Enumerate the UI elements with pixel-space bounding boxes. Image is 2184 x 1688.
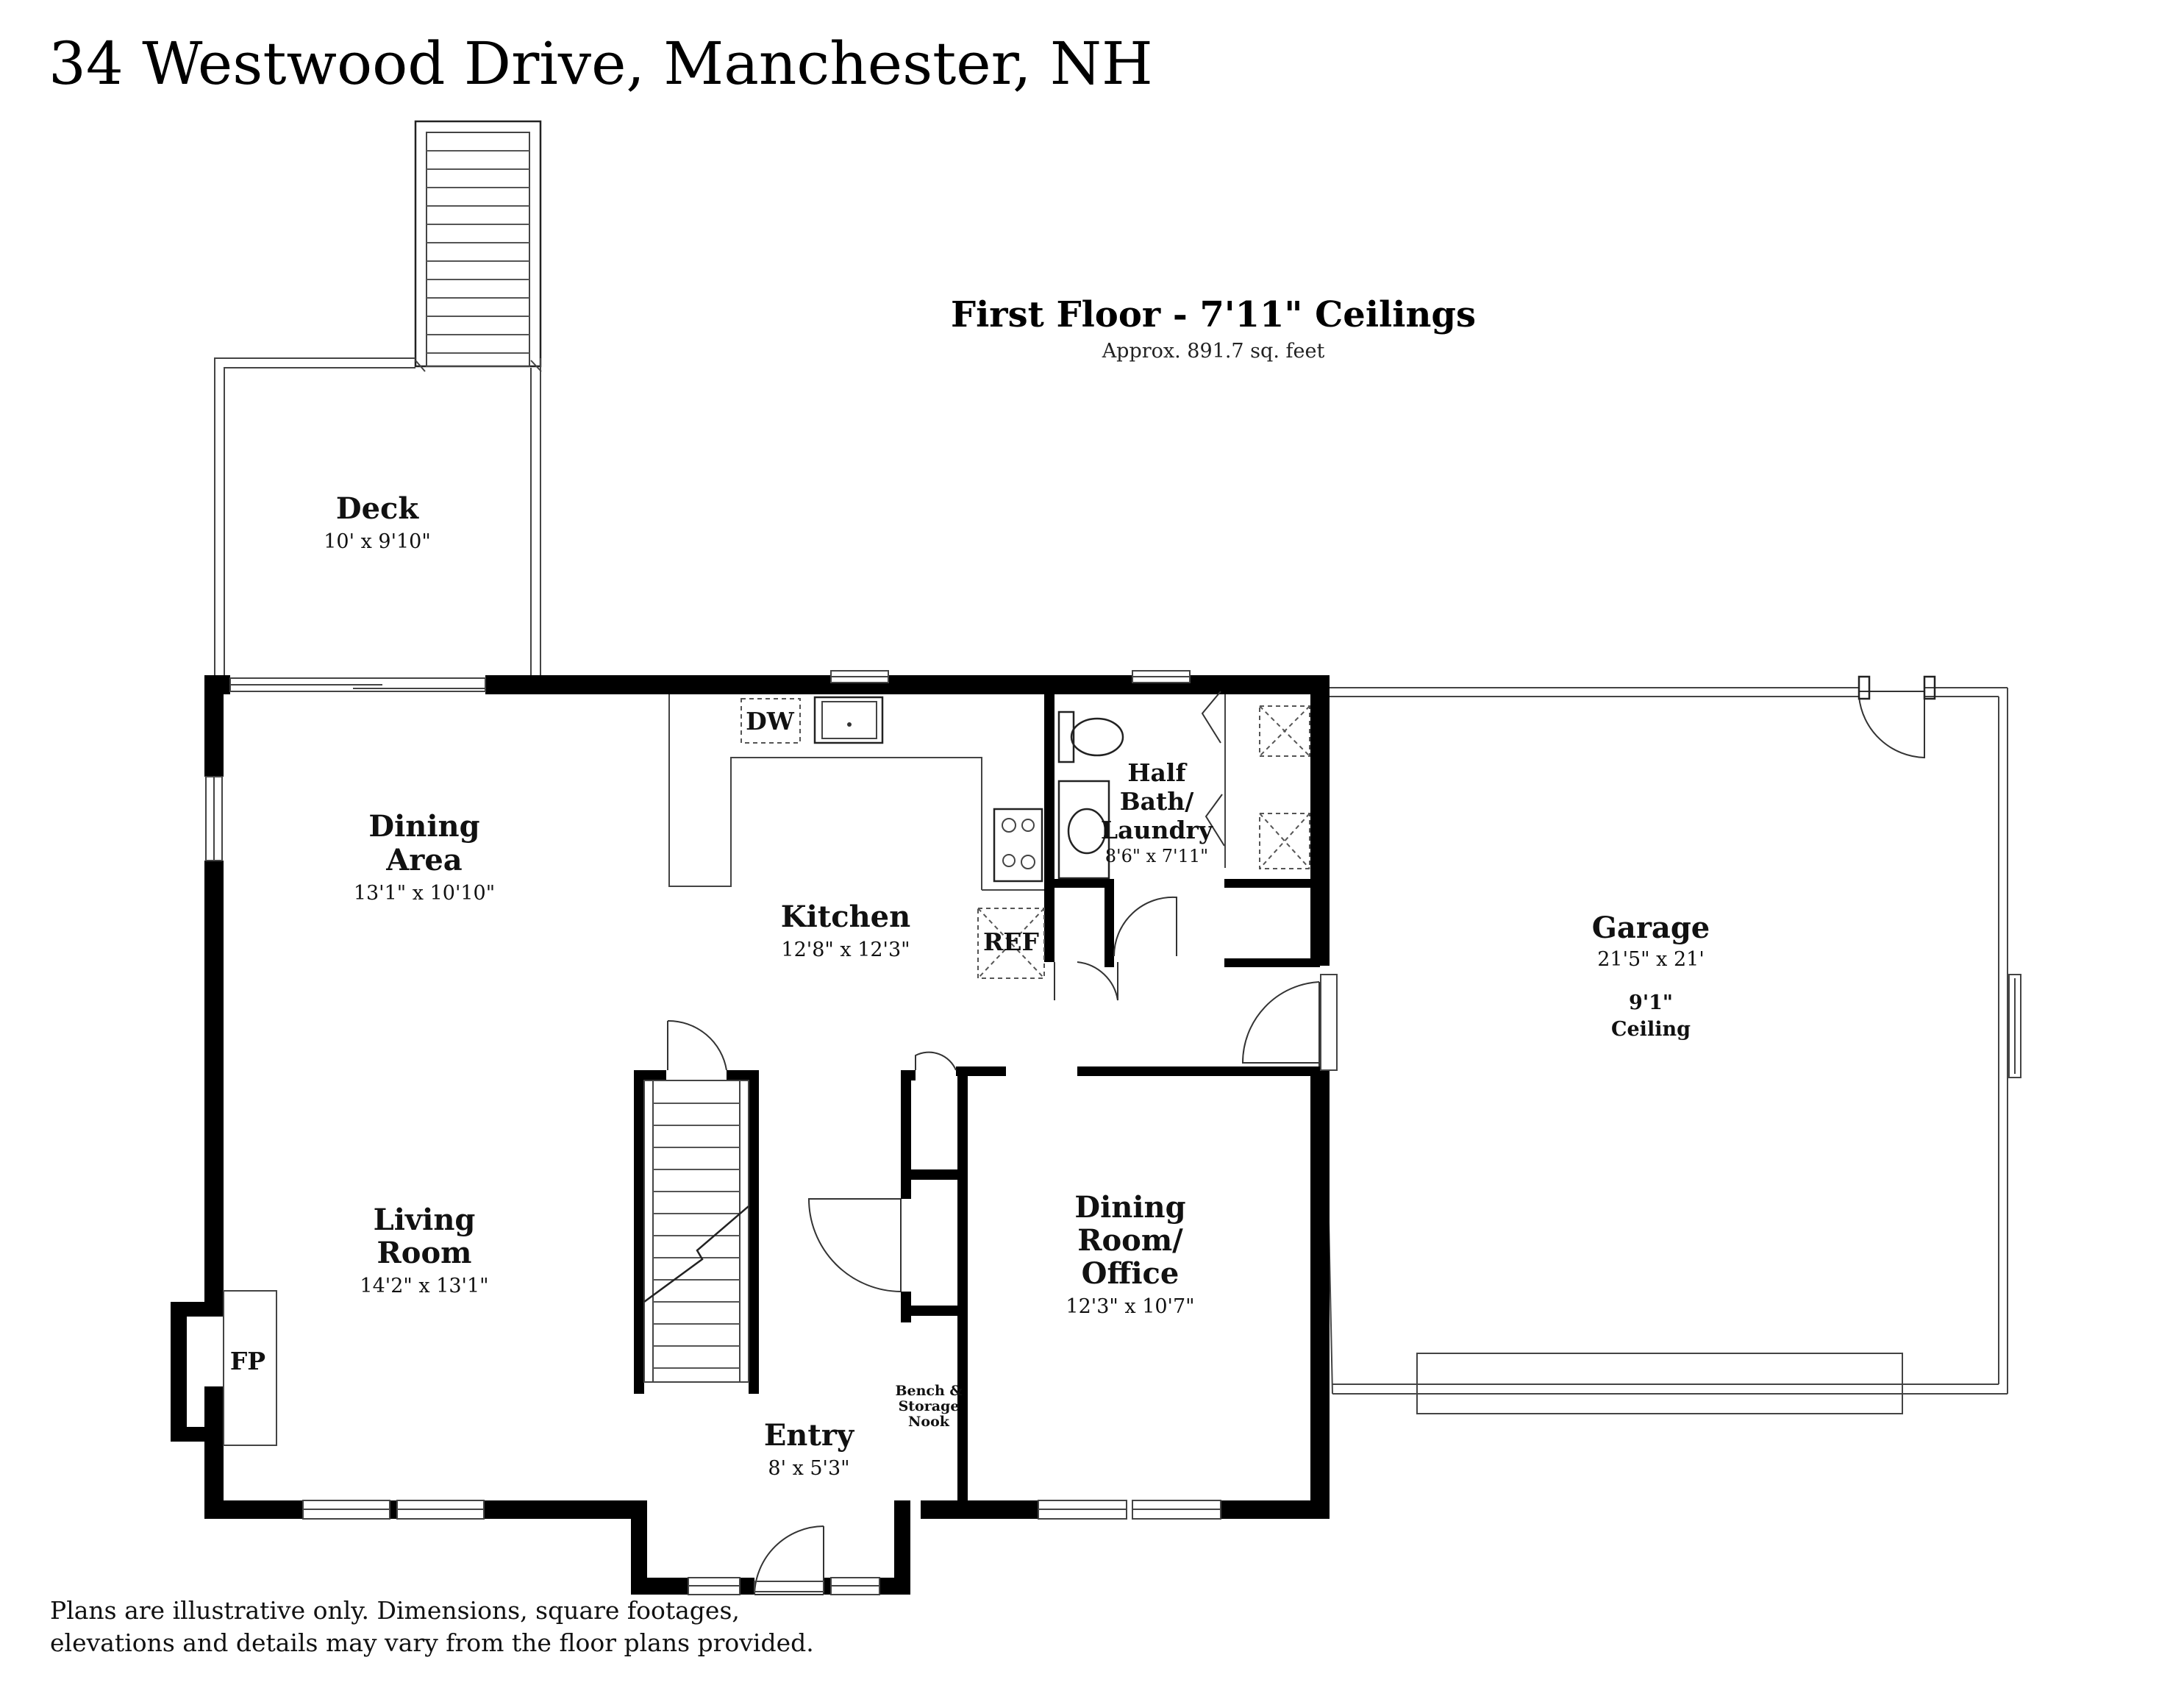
dining-area-name-1: Dining [368,809,479,844]
dining-room-name-1: Dining [1074,1190,1185,1225]
floor-area: Approx. 891.7 sq. feet [1102,340,1325,363]
garage-name: Garage [1592,911,1710,945]
dishwasher-label: DW [746,707,795,736]
disclaimer-line-2: elevations and details may vary from the… [50,1628,814,1657]
windows [205,670,1221,1595]
garage-ceiling-1: 9'1" [1629,991,1673,1014]
dining-room-dims: 12'3" x 10'7" [1066,1295,1194,1318]
living-room-name-1: Living [374,1203,476,1237]
garage-ceiling-2: Ceiling [1611,1018,1691,1041]
kitchen-dims: 12'8" x 12'3" [781,939,910,961]
fireplace-label: FP [230,1347,265,1375]
garage-outline [1323,687,2021,1414]
garage-dims: 21'5" x 21' [1597,948,1705,971]
interior-walls [634,675,1330,1500]
doors [667,675,1936,1595]
dining-room-name-2: Room/ [1077,1223,1183,1258]
kitchen-counters [668,694,1045,979]
deck-outline [214,357,542,684]
disclaimer: Plans are illustrative only. Dimensions,… [50,1595,814,1659]
living-room-dims: 14'2" x 13'1" [360,1275,488,1297]
deck-stairs [414,120,542,368]
floor-heading: First Floor - 7'11" Ceilings [950,294,1477,335]
deck-name: Deck [336,491,419,526]
entry-name: Entry [764,1418,855,1453]
dining-room-name-3: Office [1082,1256,1180,1291]
fixture-labels: DW REF FP Bench & Storage Nook [230,707,1039,1430]
room-labels: Deck 10' x 9'10" Dining Area 13'1" x 10'… [324,491,1710,1480]
entry-dims: 8' x 5'3" [768,1457,849,1480]
main-stairs [643,1080,749,1383]
half-bath-dims: 8'6" x 7'11" [1105,846,1208,866]
bench-label-3: Nook [908,1414,950,1430]
bath-fixtures [1057,691,1310,880]
half-bath-name-3: Laundry [1101,816,1213,844]
fireplace [223,1290,277,1446]
deck-dims: 10' x 9'10" [324,530,431,553]
refrigerator-label: REF [983,927,1039,956]
half-bath-name-1: Half [1127,758,1187,787]
bench-label-1: Bench & [895,1383,962,1399]
dining-area-dims: 13'1" x 10'10" [354,882,495,905]
dishwasher-box [741,698,801,744]
kitchen-name: Kitchen [781,900,910,934]
page-title: 34 Westwood Drive, Manchester, NH [49,29,1153,98]
half-bath-name-2: Bath/ [1120,787,1195,816]
bench-label-2: Storage [899,1398,960,1414]
living-room-name-2: Room [377,1236,472,1270]
dining-area-name-2: Area [385,843,462,877]
exterior-walls [171,675,1330,1595]
disclaimer-line-1: Plans are illustrative only. Dimensions,… [50,1596,740,1625]
